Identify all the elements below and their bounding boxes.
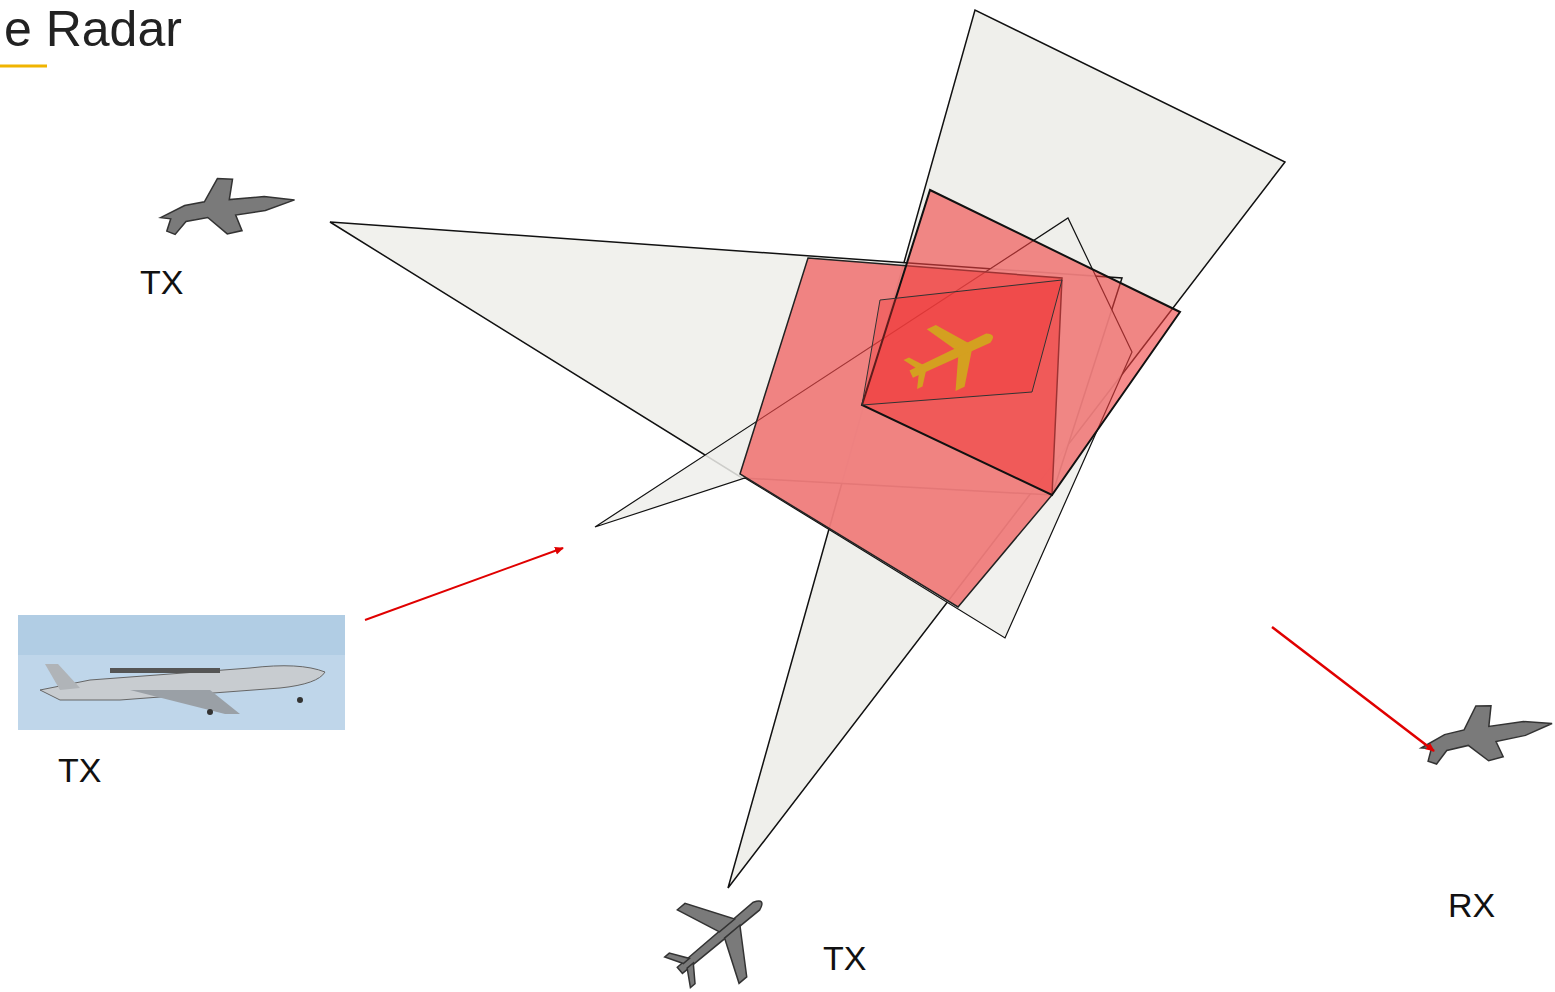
station-label: TX xyxy=(58,753,101,787)
awacs-photo xyxy=(18,615,345,730)
slide-title: e Radar xyxy=(4,4,182,54)
station-label: TX xyxy=(140,265,183,299)
beam xyxy=(728,10,1285,888)
station-label: TX xyxy=(823,941,866,975)
target-plane xyxy=(896,305,1007,405)
fighter-jet xyxy=(1416,696,1555,770)
transport-plane xyxy=(647,865,793,992)
fighter-jet xyxy=(158,172,297,240)
resolution-cell xyxy=(862,280,1062,405)
signal-arrow xyxy=(365,548,563,620)
signal-arrow xyxy=(1272,627,1434,751)
title-underline xyxy=(0,65,47,68)
resolution-cell xyxy=(862,190,1180,495)
station-label: RX xyxy=(1448,888,1495,922)
